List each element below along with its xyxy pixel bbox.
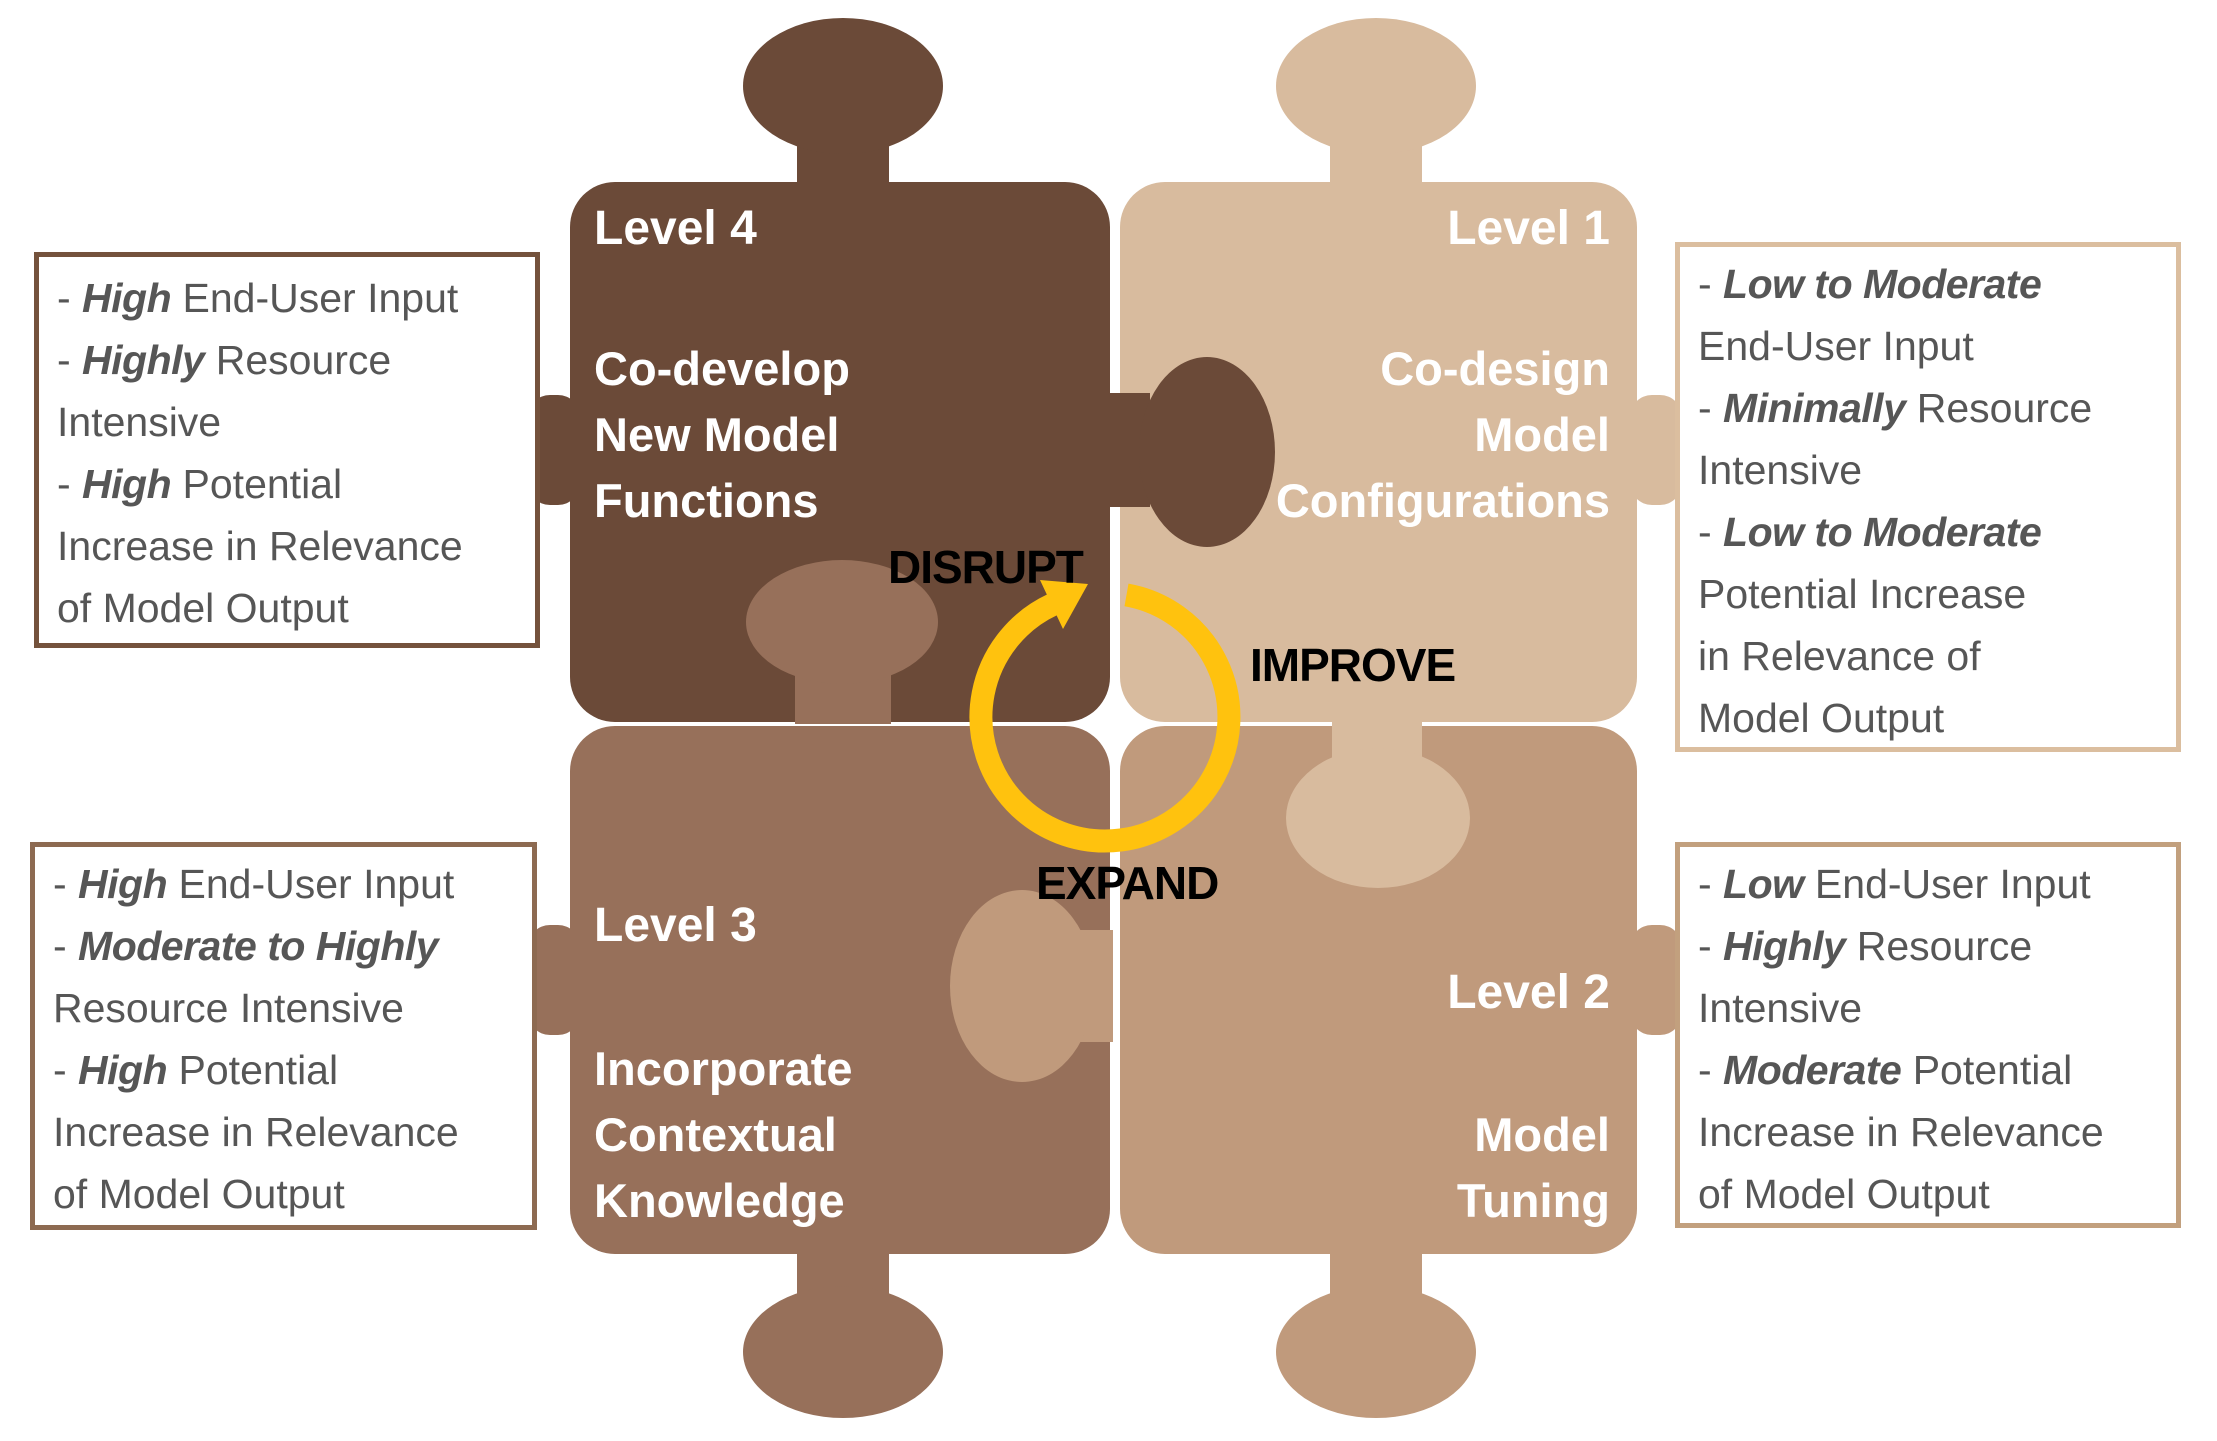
level-4-top-knob	[743, 18, 943, 154]
callout-line: - Moderate to Highly	[53, 923, 439, 969]
callout-line: - Low to Moderate	[1698, 261, 2042, 307]
puzzle-piece-level-2	[1120, 726, 1682, 1418]
level-2-left-knob-into-level-3	[950, 890, 1113, 1082]
level-1-right-tab	[1630, 395, 1682, 505]
title-line: Knowledge	[594, 1174, 845, 1227]
cycle-label-disrupt: DISRUPT	[888, 541, 1084, 593]
callout-line: Increase in Relevance	[53, 1109, 459, 1155]
callout-line: of Model Output	[57, 585, 349, 631]
title-line: Incorporate	[594, 1042, 853, 1095]
callout-line: Increase in Relevance	[1698, 1109, 2104, 1155]
callout-line: - High Potential	[53, 1047, 339, 1093]
level-3-label: Level 3	[594, 899, 757, 952]
cycle-arrow-arc	[969, 583, 1241, 853]
callout-line: - High Potential	[57, 461, 343, 507]
callout-line: End-User Input	[1698, 323, 1974, 369]
callout-line: Increase in Relevance	[57, 523, 463, 569]
callout-line: Resource Intensive	[53, 985, 404, 1031]
title-line: Functions	[594, 474, 819, 527]
callout-line: in Relevance of	[1698, 633, 1981, 679]
callout-line: Intensive	[1698, 985, 1863, 1031]
level-4-body	[570, 182, 1110, 722]
callout-level-3: - High End-User Input - Moderate to Highl…	[30, 842, 537, 1230]
cycle-arrow	[969, 580, 1241, 853]
callout-line: - Moderate Potential	[1698, 1047, 2073, 1093]
title-line: Co-design	[1380, 342, 1610, 395]
callout-line: - Highly Resource	[57, 337, 392, 383]
callout-line: - High End-User Input	[53, 861, 455, 907]
puzzle-piece-level-3	[528, 726, 1110, 1418]
callout-line: Potential Increase	[1698, 571, 2027, 617]
level-4-right-knob-into-level-1	[1095, 357, 1275, 547]
callout-line: - Highly Resource	[1698, 923, 2033, 969]
title-line: Co-develop	[594, 342, 850, 395]
level-1-bottom-knob-into-level-2	[1286, 722, 1470, 888]
callout-line: - Low End-User Input	[1698, 861, 2091, 907]
callout-line: of Model Output	[1698, 1171, 1990, 1217]
level-2-bottom-knob	[1276, 1286, 1476, 1418]
level-2-body	[1120, 726, 1637, 1254]
puzzle-piece-level-1	[1120, 18, 1682, 722]
level-4-label: Level 4	[594, 202, 757, 255]
level-1-label: Level 1	[1447, 202, 1610, 255]
level-2-right-tab	[1630, 925, 1682, 1035]
level-3-body	[570, 726, 1110, 1254]
callout-line: - Minimally Resource	[1698, 385, 2093, 431]
callout-line: Intensive	[1698, 447, 1863, 493]
title-line: Contextual	[594, 1108, 837, 1161]
level-1-body	[1120, 182, 1637, 722]
level-3-bottom-knob	[743, 1286, 943, 1418]
cycle-label-improve: IMPROVE	[1250, 639, 1456, 691]
level-3-left-tab	[528, 925, 580, 1035]
cycle-arrow-head	[1040, 580, 1088, 629]
title-line: New Model	[594, 408, 840, 461]
level-3-top-knob-into-level-4	[746, 560, 938, 724]
callout-line: - High End-User Input	[57, 275, 459, 321]
callout-line: of Model Output	[53, 1171, 345, 1217]
cycle-label-expand: EXPAND	[1036, 857, 1219, 909]
title-line: Configurations	[1275, 474, 1610, 527]
puzzle-piece-level-4	[528, 18, 1110, 722]
title-line: Model	[1474, 1108, 1610, 1161]
callout-line: - Low to Moderate	[1698, 509, 2042, 555]
callout-line: Model Output	[1698, 695, 1945, 741]
title-line: Model	[1474, 408, 1610, 461]
title-line: Tuning	[1456, 1174, 1610, 1227]
callout-line: Intensive	[57, 399, 222, 445]
level-1-top-knob	[1276, 18, 1476, 154]
level-2-label: Level 2	[1447, 966, 1610, 1019]
level-4-left-tab	[528, 395, 580, 505]
